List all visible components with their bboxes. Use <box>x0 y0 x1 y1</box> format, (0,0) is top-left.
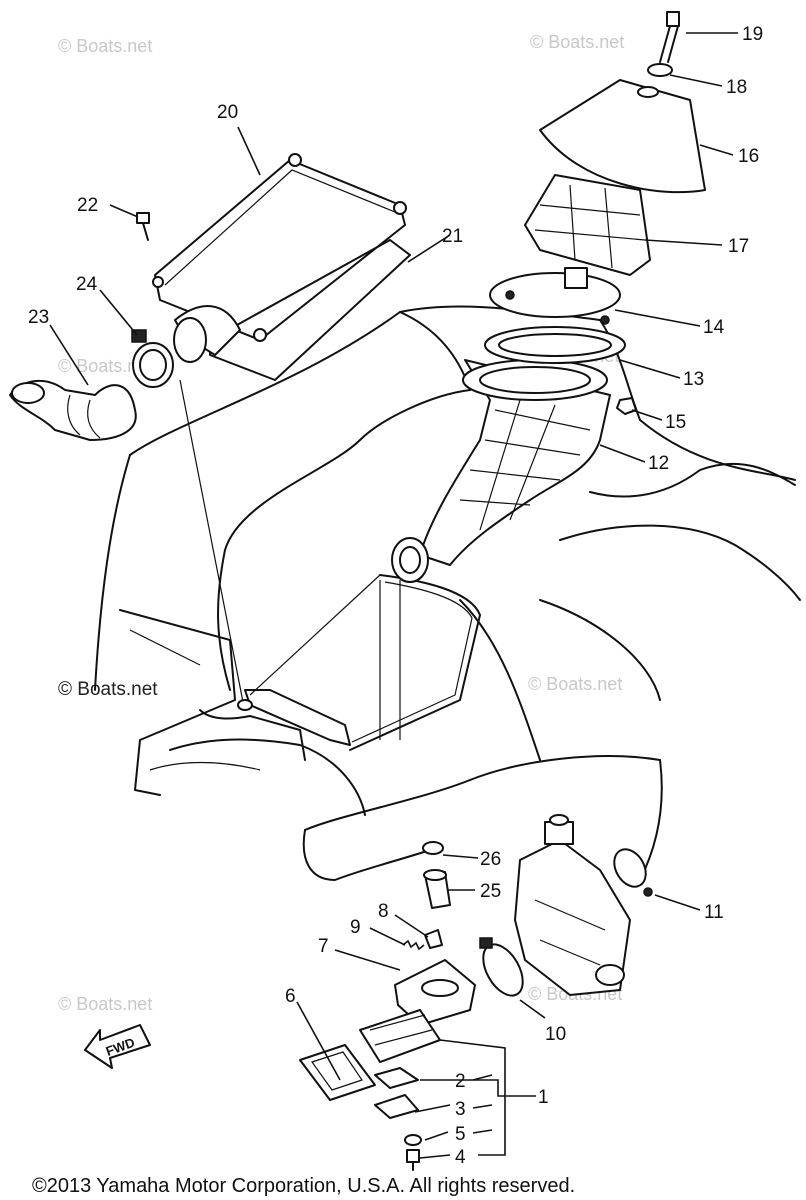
callout-8: 8 <box>378 901 389 922</box>
callout-25: 25 <box>480 881 501 902</box>
hull-outline <box>94 305 801 881</box>
watermark-bottom-left: © Boats.net <box>58 994 152 1014</box>
mount-leader-line <box>179 379 244 703</box>
callout-3: 3 <box>455 1099 466 1120</box>
callout-2: 2 <box>455 1071 466 1092</box>
reed-stopper <box>374 1094 419 1119</box>
callout-11: 11 <box>704 902 724 923</box>
cover-bolt <box>136 212 150 241</box>
callout-5: 5 <box>455 1124 466 1145</box>
callout-13: 13 <box>683 369 704 390</box>
flame-arrestor-cover <box>539 79 706 194</box>
watermark-top-right: © Boats.net <box>530 32 624 52</box>
air-silencer-cover <box>152 153 407 342</box>
copyright-notice: ©2013 Yamaha Motor Corporation, U.S.A. A… <box>32 1175 575 1197</box>
reed-screw <box>406 1149 420 1171</box>
hose-clamp <box>131 329 174 388</box>
callout-20: 20 <box>217 102 238 123</box>
callout-19: 19 <box>742 24 763 45</box>
callout-16: 16 <box>738 146 759 167</box>
callout-17: 17 <box>728 236 749 257</box>
watermark-right: © Boats.net <box>528 674 622 694</box>
fitting <box>423 869 451 909</box>
reed-valve-housing <box>394 959 476 1026</box>
callout-26: 26 <box>480 849 501 870</box>
reed-gasket <box>299 1044 376 1101</box>
callout-22: 22 <box>77 195 98 216</box>
callout-9: 9 <box>350 917 361 938</box>
forward-arrow-icon: FWD <box>84 1024 151 1069</box>
callout-7: 7 <box>318 936 329 957</box>
callout-1: 1 <box>538 1087 549 1108</box>
callout-21: 21 <box>442 226 463 247</box>
callout-15: 15 <box>665 412 686 433</box>
carburetor <box>514 814 631 996</box>
o-ring <box>422 841 444 855</box>
flame-arrestor <box>524 174 651 276</box>
flame-arrestor-plate <box>489 267 621 325</box>
callout-14: 14 <box>703 317 725 338</box>
watermark-left: © Boats.net <box>58 679 158 700</box>
callout-numbers: 19 18 16 17 14 13 15 12 20 21 22 24 23 2… <box>28 24 763 1168</box>
mount-boss <box>237 699 253 711</box>
screw <box>424 929 443 949</box>
intake-clamp <box>479 937 524 997</box>
top-bolt <box>659 11 680 63</box>
elbow-hose <box>9 379 137 441</box>
callout-4: 4 <box>455 1147 466 1168</box>
intake-manifold <box>391 359 611 583</box>
leader-lines <box>49 32 738 1159</box>
lock-washer <box>404 1134 422 1146</box>
intake-duct <box>173 305 241 363</box>
callout-12: 12 <box>648 453 669 474</box>
callout-18: 18 <box>726 77 747 98</box>
nut <box>616 397 637 415</box>
watermark-mid-left: © Boats.net <box>58 356 152 376</box>
callout-23: 23 <box>28 307 49 328</box>
manifold-gasket <box>484 326 626 364</box>
reed-petal <box>374 1067 419 1089</box>
carb-clamp <box>613 848 653 897</box>
callout-6: 6 <box>285 986 296 1007</box>
spring <box>402 939 425 951</box>
washer <box>647 63 673 77</box>
callout-24: 24 <box>76 274 98 295</box>
callout-10: 10 <box>545 1024 566 1045</box>
watermark-top-left: © Boats.net <box>58 36 152 56</box>
